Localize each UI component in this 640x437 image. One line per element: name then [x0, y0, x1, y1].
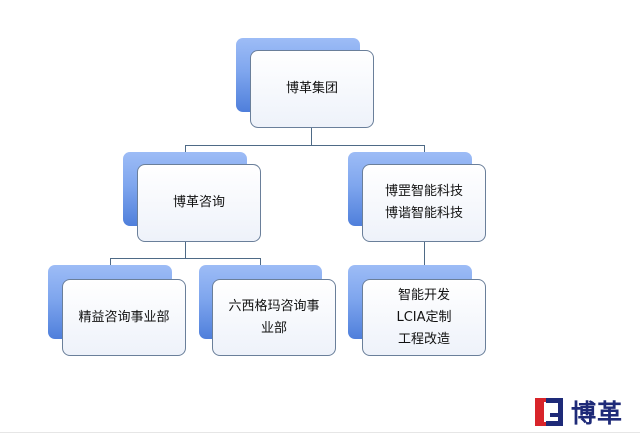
boge-logo: 博革	[535, 396, 623, 428]
connector-to-sixsigma	[260, 258, 261, 266]
connector-level2-bar	[185, 145, 425, 146]
node-label-line-2: 博谐智能科技	[384, 206, 463, 221]
connector-tech-down	[424, 242, 425, 266]
node-label-line-2: LCIA定制	[396, 309, 452, 325]
connector-to-lean	[110, 258, 111, 266]
node-label: 精益咨询事业部	[78, 309, 170, 325]
connector-to-boge-consulting	[185, 145, 186, 153]
connector-to-tech	[424, 145, 425, 153]
node-label-line-3: 工程改造	[397, 331, 450, 347]
node-label: 博革集团	[285, 81, 338, 96]
org-node-lean-consulting[interactable]: 精益咨询事业部	[62, 279, 186, 356]
org-node-six-sigma[interactable]: 六西格玛咨询事 业部	[212, 279, 336, 356]
bottom-divider	[0, 432, 640, 433]
node-label-line-2: 业部	[260, 320, 287, 336]
connector-consulting-down	[185, 242, 186, 259]
org-node-root[interactable]: 博革集团	[250, 50, 374, 128]
node-label-line-1: 智能开发	[397, 287, 450, 303]
org-node-services[interactable]: 智能开发 LCIA定制 工程改造	[362, 279, 486, 356]
node-label-line-1: 六西格玛咨询事	[228, 298, 320, 314]
org-node-boge-consulting[interactable]: 博革咨询	[137, 164, 261, 242]
node-label-line-1: 博罡智能科技	[384, 184, 463, 199]
logo-mark-icon	[535, 398, 563, 426]
connector-root-down	[311, 128, 312, 146]
org-node-tech[interactable]: 博罡智能科技 博谐智能科技	[362, 164, 486, 242]
connector-level3-bar	[110, 258, 261, 259]
node-label: 博革咨询	[172, 195, 225, 210]
logo-text: 博革	[571, 399, 624, 428]
